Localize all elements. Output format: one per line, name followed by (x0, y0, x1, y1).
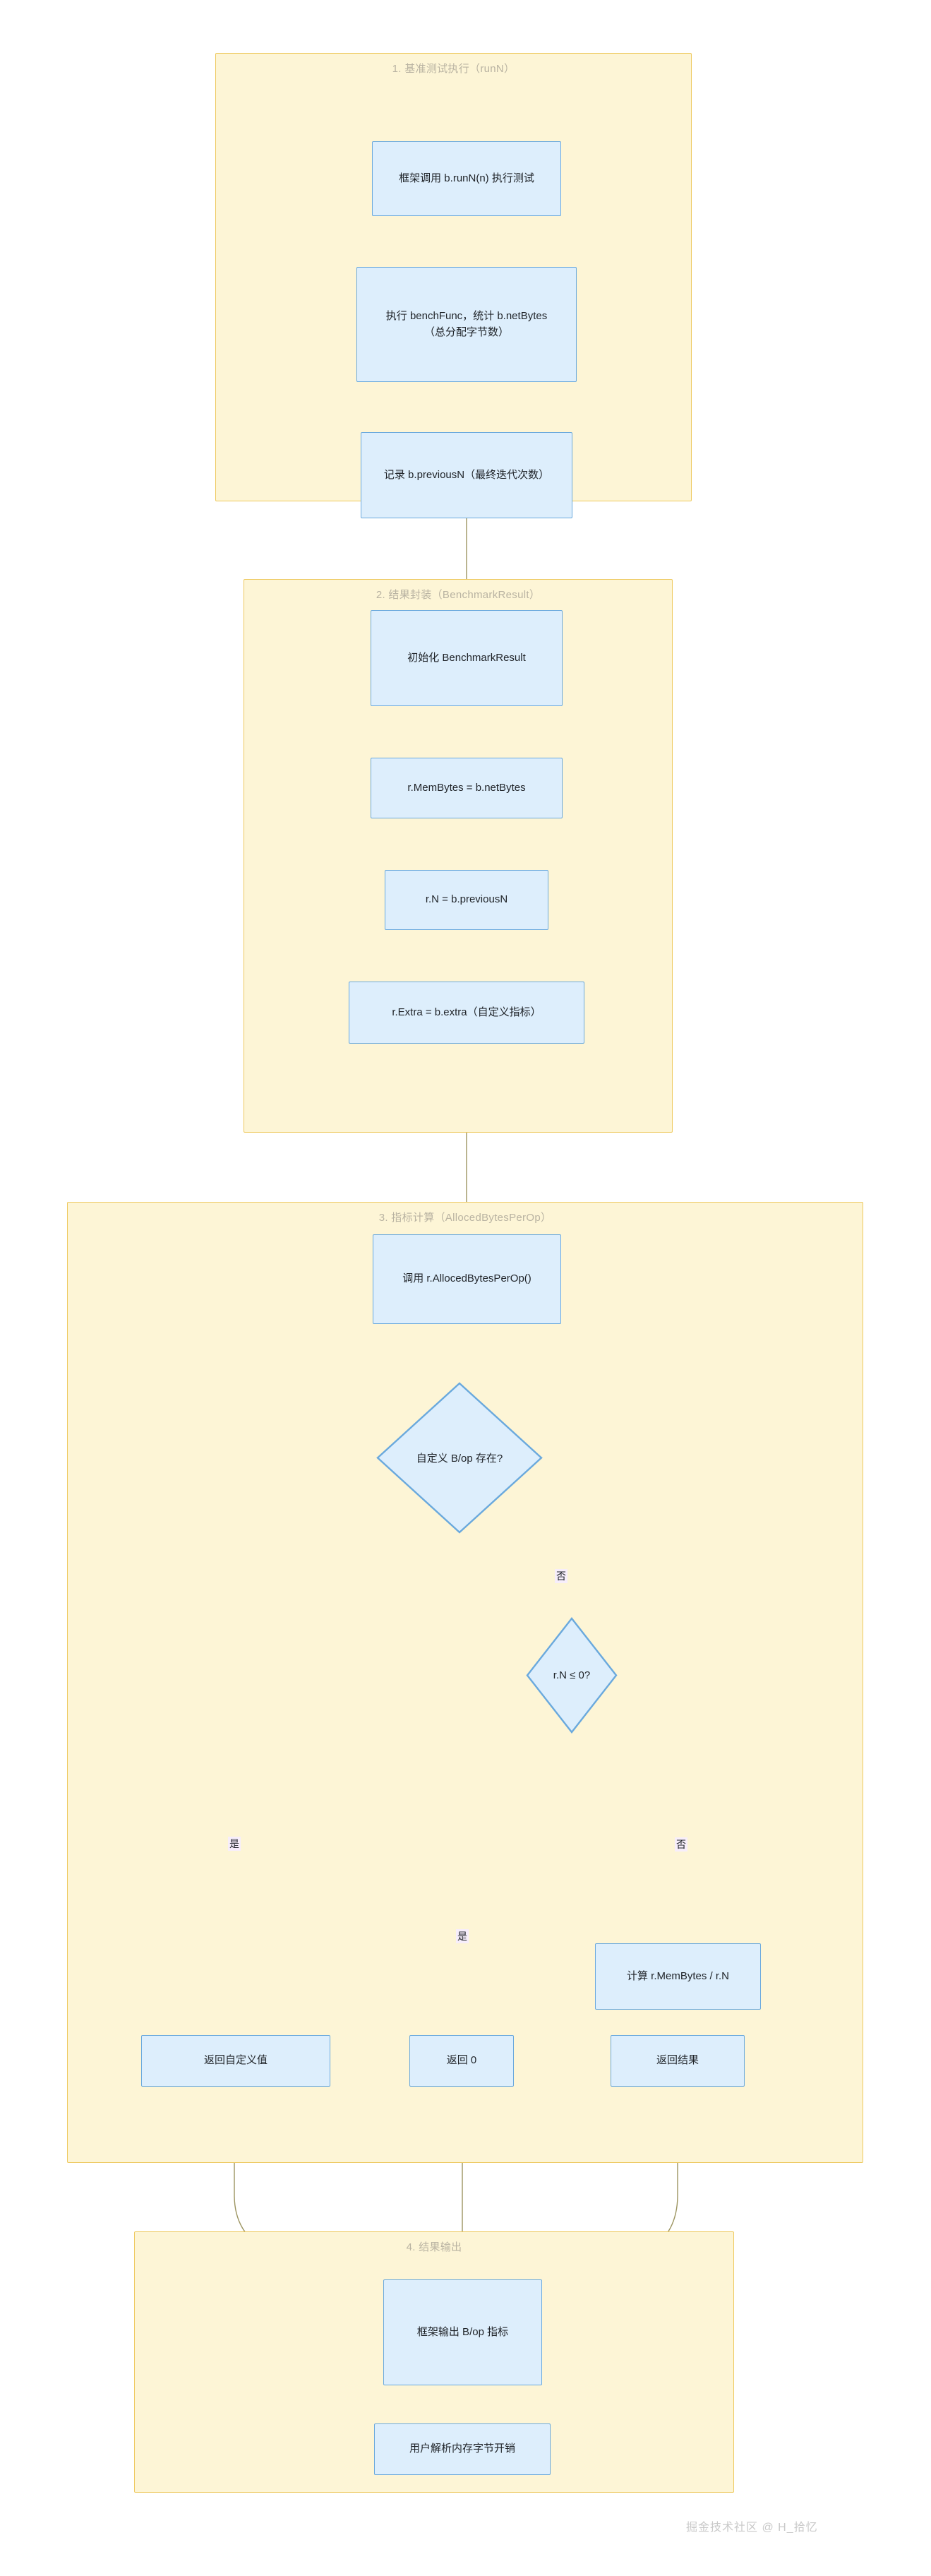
node-label: 框架调用 b.runN(n) 执行测试 (399, 172, 534, 184)
decision-label: r.N ≤ 0? (553, 1669, 591, 1681)
diamond-shape (526, 1617, 618, 1734)
node-label: 返回结果 (656, 2054, 699, 2067)
cluster-title-2: 2. 结果封装（BenchmarkResult） (376, 589, 541, 601)
node-label: r.N = b.previousN (425, 893, 508, 906)
watermark: 掘金技术社区 @ H_拾忆 (686, 2522, 818, 2534)
node-label: 用户解析内存字节开销 (409, 2443, 515, 2455)
node-return-result[interactable]: 返回结果 (611, 2035, 745, 2087)
node-label: 返回自定义值 (203, 2054, 268, 2067)
edge-label-yes-1: 是 (228, 1837, 241, 1851)
node-exec-benchfunc[interactable]: 执行 benchFunc，统计 b.netBytes （总分配字节数） (356, 267, 577, 382)
cluster-title-3: 3. 指标计算（AllocedBytesPerOp） (378, 1212, 552, 1224)
node-compute-membytes-div-n[interactable]: 计算 r.MemBytes / r.N (595, 1943, 761, 2010)
node-label: r.MemBytes = b.netBytes (407, 781, 526, 794)
node-call-allocedbytesperop[interactable]: 调用 r.AllocedBytesPerOp() (373, 1234, 561, 1324)
node-label-line2: （总分配字节数） (424, 326, 509, 338)
node-return-custom-value[interactable]: 返回自定义值 (141, 2035, 330, 2087)
node-label: 调用 r.AllocedBytesPerOp() (402, 1272, 531, 1285)
node-assign-n[interactable]: r.N = b.previousN (385, 870, 548, 930)
node-user-parse-memory-cost[interactable]: 用户解析内存字节开销 (374, 2423, 551, 2475)
node-assign-membytes[interactable]: r.MemBytes = b.netBytes (371, 758, 563, 818)
node-label-line1: 执行 benchFunc，统计 b.netBytes (385, 310, 548, 322)
node-label: 初始化 BenchmarkResult (407, 651, 526, 664)
decision-label: 自定义 B/op 存在? (416, 1453, 503, 1465)
node-framework-output-bop[interactable]: 框架输出 B/op 指标 (383, 2279, 542, 2385)
cluster-title-1: 1. 基准测试执行（runN） (392, 63, 515, 75)
decision-n-le-zero[interactable]: r.N ≤ 0? (526, 1617, 618, 1734)
cluster-title-4: 4. 结果输出 (406, 2241, 462, 2253)
edge-label-no-2: 否 (675, 1837, 687, 1852)
node-return-zero[interactable]: 返回 0 (409, 2035, 514, 2087)
node-label: r.Extra = b.extra（自定义指标） (392, 1006, 541, 1018)
node-assign-extra[interactable]: r.Extra = b.extra（自定义指标） (349, 982, 584, 1044)
node-record-previousn[interactable]: 记录 b.previousN（最终迭代次数） (361, 432, 572, 518)
node-label: 记录 b.previousN（最终迭代次数） (383, 468, 550, 481)
edge-label-yes-2: 是 (456, 1929, 469, 1943)
node-init-benchmarkresult[interactable]: 初始化 BenchmarkResult (371, 610, 563, 706)
node-run-benchmark[interactable]: 框架调用 b.runN(n) 执行测试 (372, 141, 561, 216)
decision-custom-bop-exists[interactable]: 自定义 B/op 存在? (376, 1382, 543, 1534)
node-label: 框架输出 B/op 指标 (416, 2325, 509, 2338)
node-label: 返回 0 (446, 2054, 477, 2067)
cluster-metric-calc: 3. 指标计算（AllocedBytesPerOp） (67, 1202, 863, 2163)
edge-label-no-1: 否 (555, 1569, 567, 1583)
diamond-shape (376, 1382, 543, 1534)
node-label: 计算 r.MemBytes / r.N (626, 1969, 730, 1982)
